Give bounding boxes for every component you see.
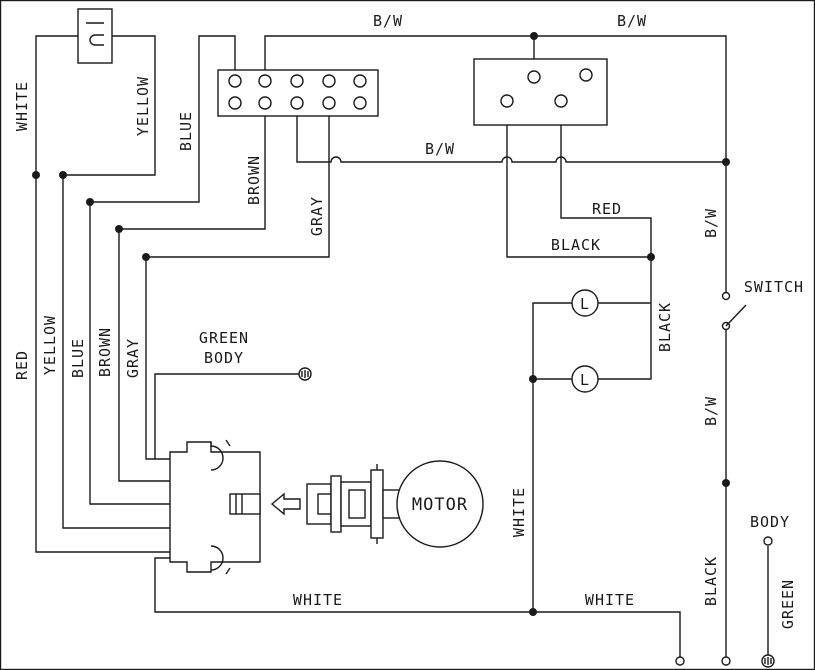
label-red: RED [592,200,622,218]
black-wire [506,103,651,258]
bw-top-wire [264,35,727,665]
label-yellow-left: YELLOW [41,315,59,375]
yellow-wire [62,35,170,529]
label-green-body-1: GREEN [199,329,249,347]
white-lamp-return [532,302,572,612]
lamp-1-label: L [580,295,590,313]
label-brown-top: BROWN [245,155,263,205]
label-black: BLACK [551,236,601,254]
brown-wire [118,103,266,482]
label-white-left: WHITE [13,81,31,131]
label-white-bottom-right: WHITE [585,591,635,609]
connector-10-pin [217,69,379,117]
thermostat [77,8,113,64]
label-switch: SWITCH [744,278,804,296]
label-white-vertical: WHITE [510,487,528,537]
label-blue-left: BLUE [69,338,87,378]
body-ground-terminal [298,367,312,381]
white-bottom-wire [154,557,681,658]
wires [35,35,769,665]
label-bw-right-lower: B/W [702,396,720,426]
green-body-wire [154,373,299,459]
motor-plug [306,464,402,544]
label-green-body-2: BODY [204,349,244,367]
label-body-right: BODY [750,513,790,531]
white-wire-left [35,35,170,553]
lamp-1 [571,289,599,317]
terminal-block [473,58,608,126]
switch [719,291,747,331]
label-gray-top: GRAY [308,196,326,236]
label-black-bottom: BLACK [702,556,720,606]
motor-label: MOTOR [412,495,468,515]
label-blue-top: BLUE [177,111,195,151]
label-red-left: RED [13,350,31,380]
label-white-bottom-left: WHITE [293,591,343,609]
junctions [32,32,730,616]
lamps: L L [571,289,599,393]
lamp-2 [571,365,599,393]
gray-wire [145,103,330,460]
label-green-right: GREEN [779,579,797,629]
labels: B/W B/W B/W WHITE YELLOW BLUE BROWN GRAY… [13,12,804,629]
lamp-2-label: L [580,371,590,389]
arrow-icon [270,492,301,516]
label-bw-middle: B/W [425,140,455,158]
motor [396,460,484,548]
label-bw-right-upper: B/W [702,208,720,238]
blue-wire [89,35,236,505]
label-gray-left: GRAY [124,338,142,378]
label-bw-top-left: B/W [373,12,403,30]
motor-connector [169,439,261,575]
label-black-lamps: BLACK [656,302,674,352]
black-lamp-wire [598,257,652,380]
bottom-terminals [675,536,775,668]
label-yellow-top: YELLOW [134,76,152,136]
red-wire [560,103,652,257]
label-brown-left: BROWN [96,327,114,377]
label-bw-top-right: B/W [617,12,647,30]
